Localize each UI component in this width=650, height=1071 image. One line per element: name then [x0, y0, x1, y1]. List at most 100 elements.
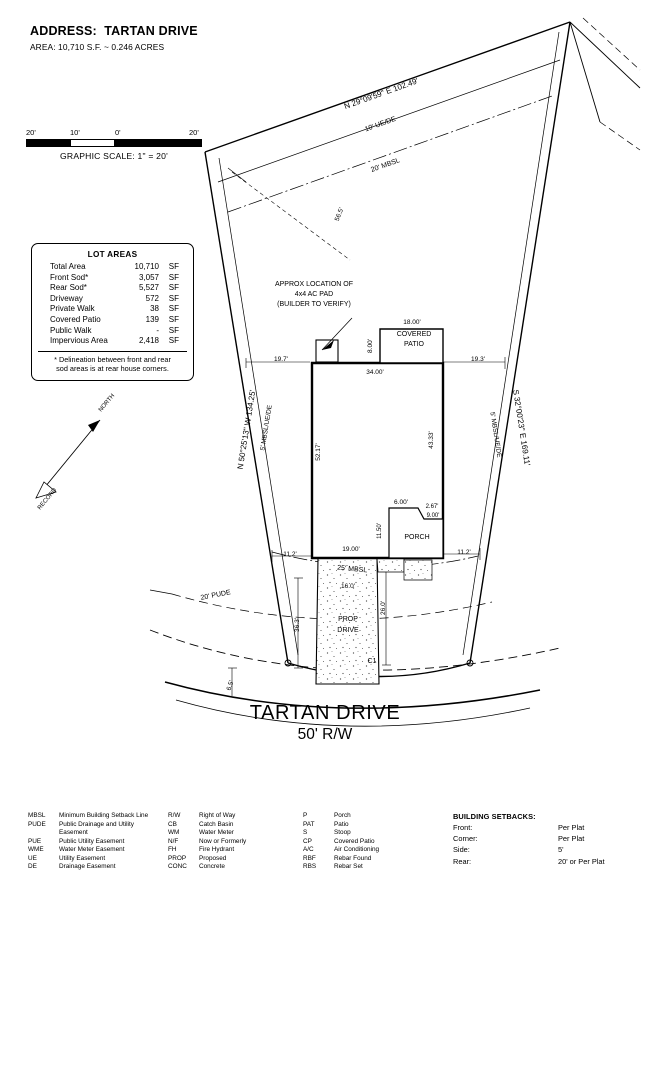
legend-desc: Covered Patio — [334, 837, 375, 845]
legend-abbr: P — [303, 812, 308, 819]
legend-row: A/C Air Conditioning — [303, 846, 453, 855]
lot-area-subtitle: AREA: 10,710 S.F. ~ 0.246 ACRES — [30, 42, 165, 52]
easement-label-pude: 20' PUDE — [200, 589, 232, 602]
table-row: Impervious Area 2,418 SF — [38, 336, 187, 347]
ac-pad — [315, 339, 339, 363]
legend-abbr: RBF — [303, 854, 316, 862]
setback-value: 20' or Per Plat — [558, 856, 605, 866]
setback-key: Rear: — [453, 856, 472, 866]
dim-patio-side: 8.00' — [367, 339, 374, 353]
legend-abbr: PUDE — [28, 820, 46, 828]
lot-area-unit: SF — [168, 272, 179, 282]
curve-label-c1: C1 — [368, 658, 377, 665]
legend-desc: Concrete — [199, 863, 225, 871]
legend-column-2: R/W Right of Way CB Catch Basin WM Water… — [168, 812, 303, 872]
legend-abbr: PROP — [168, 854, 187, 862]
setback-key: Front: — [453, 823, 473, 832]
proposed-driveway — [315, 557, 433, 685]
setback-value: Per Plat — [558, 834, 585, 844]
lot-boundary — [204, 21, 571, 678]
lot-areas-note: * Delineation between front and rear sod… — [38, 350, 187, 374]
dim-house-top: 34.00' — [366, 369, 384, 376]
legend-desc: Now or Formerly — [199, 837, 247, 845]
legend-row: WM Water Meter — [168, 829, 303, 838]
lot-areas-table: LOT AREAS Total Area 10,710 SF Front Sod… — [31, 243, 194, 381]
legend-abbr: PUE — [28, 837, 42, 845]
porch-label: PORCH — [404, 534, 429, 541]
setback-row: Rear: 20' or Per Plat — [453, 856, 628, 867]
setback-value: Per Plat — [558, 823, 585, 832]
scale-tick-1: 10' — [70, 128, 80, 137]
driveway-label-1: PROP — [338, 616, 358, 623]
lot-area-unit: SF — [168, 293, 179, 303]
legend-abbr: N/F — [168, 837, 179, 845]
bearing-label-east: S 32°00'23" E 169.11' — [511, 389, 532, 467]
legend-row: Easement — [28, 829, 168, 838]
front-porch — [388, 507, 444, 559]
north-arrow-label: NORTH — [98, 393, 116, 413]
dim-drive-width: 16.0' — [341, 583, 355, 590]
table-row: Public Walk - SF — [38, 326, 187, 337]
legend-abbr: PAT — [303, 820, 315, 828]
legend-desc: Proposed — [199, 854, 227, 862]
corner-monuments — [284, 659, 474, 667]
dim-porch-step2: 9.00' — [427, 513, 440, 519]
dim-left-front-line: 36.3' — [294, 618, 301, 632]
legend-row: PAT Patio — [303, 821, 453, 830]
legend-row: WME Water Meter Easement — [28, 846, 168, 855]
table-row: Covered Patio 139 SF — [38, 315, 187, 326]
covered-patio-label-1: COVERED — [397, 331, 432, 338]
graphic-scale-caption: GRAPHIC SCALE: 1" = 20' — [60, 151, 168, 161]
legend-row: CP Covered Patio — [303, 838, 453, 847]
legend-desc: Water Meter Easement — [59, 846, 125, 854]
legend-row: PUE Public Utility Easement — [28, 838, 168, 847]
covered-patio — [379, 328, 444, 364]
legend-row: PUDE Public Drainage and Utility — [28, 821, 168, 830]
driveway-label-2: DRIVE — [337, 627, 359, 634]
dim-rear-tie: 56.5' — [334, 207, 346, 223]
legend-abbr: A/C — [303, 846, 314, 854]
lot-area-value: 38 — [150, 304, 159, 314]
setback-key: Side: — [453, 845, 470, 855]
dim-porch-top: 6.00' — [394, 499, 408, 506]
legend-desc: Fire Hydrant — [199, 846, 235, 854]
legend-row: DE Drainage Easement — [28, 863, 168, 872]
legend-desc: Air Conditioning — [334, 846, 380, 854]
setback-row: Corner: Per Plat — [453, 833, 628, 844]
dim-porch-step: 2.67' — [426, 504, 439, 510]
adjacent-lot-lines — [569, 17, 641, 151]
ac-pad-leader — [321, 317, 353, 351]
legend-abbr: CP — [303, 837, 312, 845]
dim-porch-side: 11.50' — [377, 523, 383, 539]
dim-offset-left-front: 11.2' — [283, 551, 296, 558]
legend-abbr: UE — [28, 854, 37, 862]
lot-area-unit: SF — [168, 325, 179, 335]
covered-patio-label-2: PATIO — [404, 341, 425, 348]
easement-label-ue-de: 10' UE/DE — [364, 116, 397, 134]
legend-row: RBS Rebar Set — [303, 863, 453, 872]
lot-area-name: Impervious Area — [50, 336, 108, 346]
lot-area-name: Covered Patio — [50, 314, 101, 324]
lot-area-unit: SF — [168, 262, 179, 271]
graphic-scale: 20' 10' 0' 20' GRAPHIC SCALE: 1" = 20' — [26, 128, 202, 161]
legend-column-3: P Porch PAT Patio S Stoop CP Covered Pat… — [303, 812, 453, 872]
legend-row: N/F Now or Formerly — [168, 838, 303, 847]
building-setbacks-title: BUILDING SETBACKS: — [453, 812, 536, 821]
lot-area-value: - — [156, 325, 159, 335]
scale-segment — [70, 140, 114, 146]
lot-area-name: Rear Sod* — [50, 283, 87, 293]
table-row: Total Area 10,710 SF — [38, 262, 187, 273]
lot-area-unit: SF — [168, 336, 179, 346]
graphic-scale-ticks: 20' 10' 0' 20' — [26, 128, 202, 139]
legend-abbr: MBSL — [28, 812, 46, 819]
legend-desc: Public Drainage and Utility — [59, 820, 134, 828]
legend-desc: Catch Basin — [199, 820, 234, 828]
bearing-label-rear: N 29°09'59" E 102.49' — [343, 76, 420, 111]
scale-segment — [27, 140, 71, 146]
lot-areas-note-line2: sod areas is at rear house corners. — [56, 364, 169, 374]
lot-area-value: 2,418 — [138, 336, 159, 346]
legend-desc: Right of Way — [199, 812, 236, 819]
setback-value: 5' — [558, 845, 564, 855]
legend-abbr: FH — [168, 846, 177, 854]
